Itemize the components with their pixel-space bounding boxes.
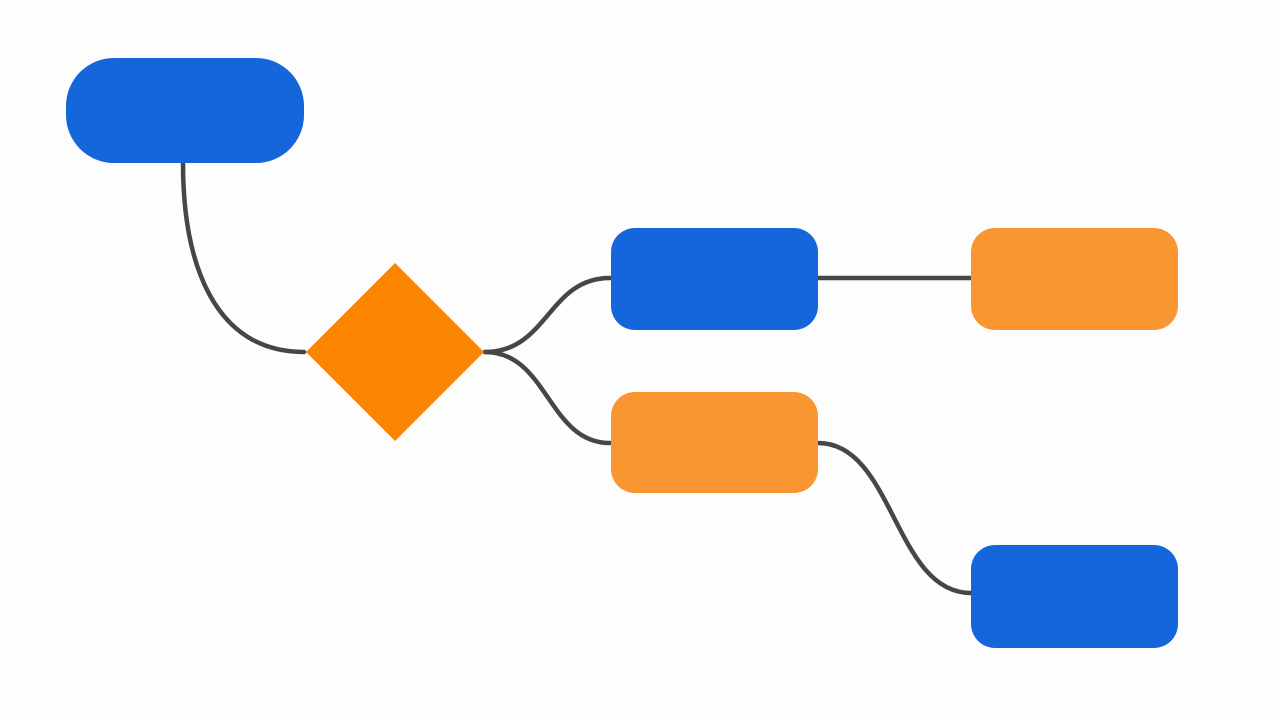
process-top-node[interactable]: [611, 228, 818, 330]
result-bottom-right-node[interactable]: [971, 545, 1178, 648]
result-top-right-node[interactable]: [971, 228, 1178, 330]
edge-start-to-decision[interactable]: [180, 160, 307, 355]
process-middle-node[interactable]: [611, 392, 818, 493]
edge-decision-to-process-middle[interactable]: [482, 349, 613, 446]
decision-diamond-node[interactable]: [306, 263, 484, 441]
start-pill-node[interactable]: [66, 58, 304, 163]
edge-decision-to-process-top[interactable]: [482, 275, 613, 355]
edge-process-middle-to-result-bottom-right[interactable]: [815, 440, 974, 596]
